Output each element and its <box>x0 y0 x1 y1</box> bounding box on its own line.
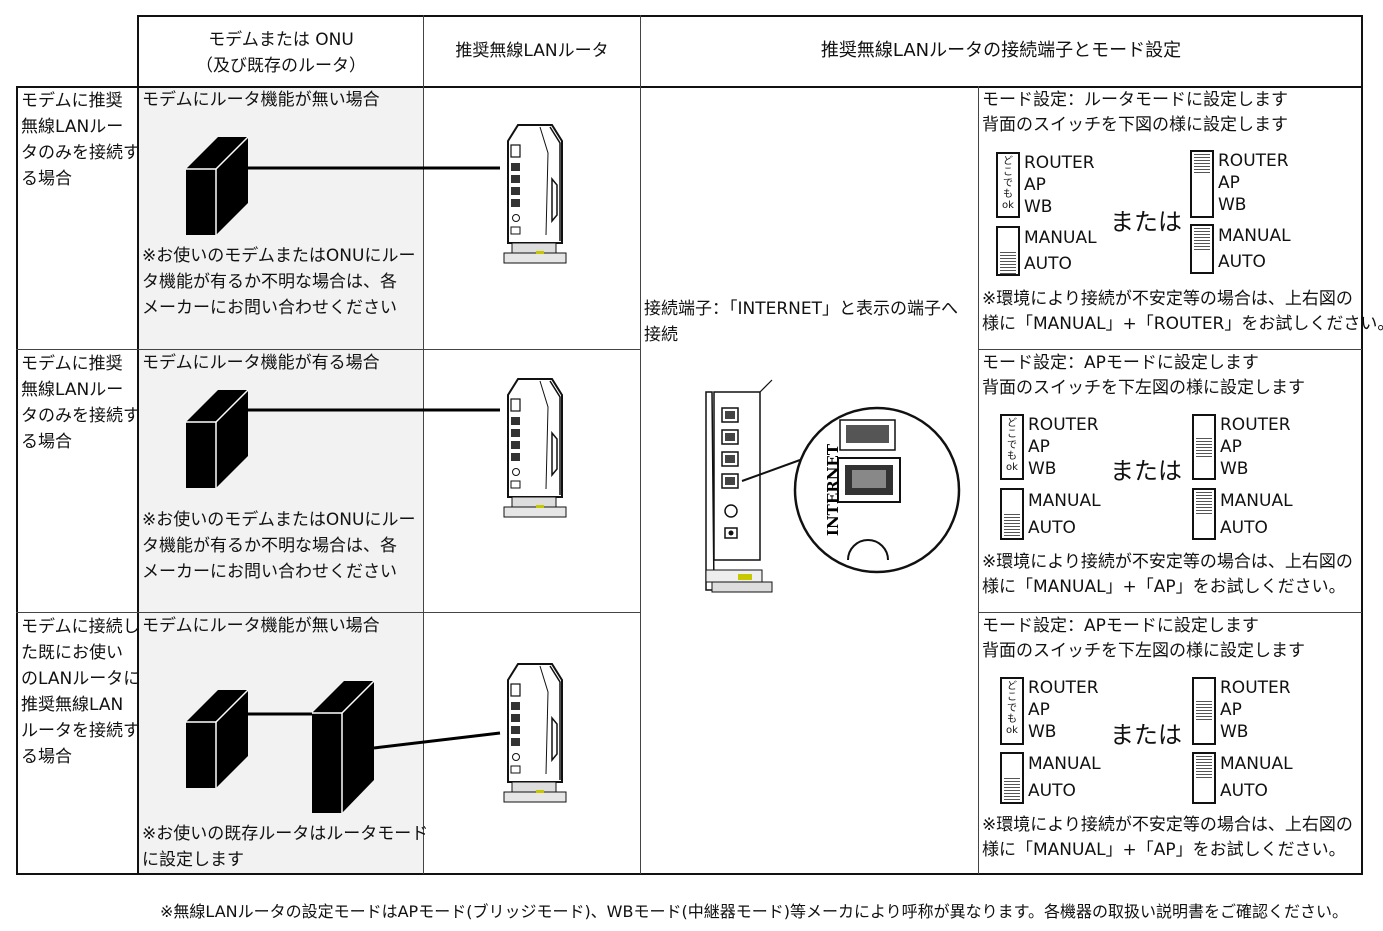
row1-mode: モード設定：ルータモードに設定します背面のスイッチを下図の様に設定します <box>982 90 1288 135</box>
internet-port-label: INTERNET <box>824 443 842 536</box>
auto-switch-left <box>1000 752 1024 804</box>
auto-switch-right <box>1192 752 1216 804</box>
router-icon <box>503 124 567 264</box>
mode-switch-right <box>1192 414 1216 480</box>
header-modem: モデムまたは ONU （及び既存のルータ） <box>139 27 423 79</box>
existing-router-icon <box>312 680 375 813</box>
bottom-note: ※無線LANルータの設定モードはAPモード(ブリッジモード)、WBモード(中継器… <box>160 902 1349 921</box>
mode-switch-right <box>1190 150 1214 218</box>
row3-modem-note: ※お使いの既存ルータはルータモードに設定します <box>142 824 429 870</box>
router-icon <box>503 663 567 803</box>
router-back-closeup <box>705 379 961 593</box>
row2-case: モデムに推奨無線LANルータのみを接続する場合 <box>21 354 140 452</box>
connection-text: 接続端子：「INTERNET」と表示の端子へ接続 <box>644 299 959 345</box>
row3-footnote: ※環境により接続が不安定等の場合は、上右図の様に「MANUAL」+「AP」をお試… <box>982 815 1353 860</box>
modem-icon <box>185 689 249 789</box>
header-setting: 推奨無線LANルータの接続端子とモード設定 <box>820 40 1182 61</box>
auto-switch-right <box>1190 224 1214 274</box>
row2-mode: モード設定：APモードに設定します背面のスイッチを下左図の様に設定します <box>982 353 1305 398</box>
row1-modem-note: ※お使いのモデムまたはONUにルータ機能が有るか不明な場合は、各メーカーにお問い… <box>142 246 416 318</box>
row1-footnote: ※環境により接続が不安定等の場合は、上右図の様に「MANUAL」+「ROUTER… <box>982 289 1383 334</box>
row2-modem-title: モデムにルータ機能が有る場合 <box>142 353 380 373</box>
row1-modem-title: モデムにルータ機能が無い場合 <box>142 90 380 110</box>
header-modem-line1: モデムまたは ONU <box>208 30 354 50</box>
auto-switch-left <box>996 226 1020 276</box>
row2-modem-note: ※お使いのモデムまたはONUにルータ機能が有るか不明な場合は、各メーカーにお問い… <box>142 510 416 582</box>
row3-mode: モード設定：APモードに設定します背面のスイッチを下左図の様に設定します <box>982 616 1305 661</box>
modem-icon <box>185 136 249 236</box>
modem-icon <box>185 389 249 489</box>
router-icon <box>503 378 567 518</box>
or-label: または <box>1110 721 1182 749</box>
row1-case: モデムに推奨無線LANルータのみを接続する場合 <box>21 91 140 189</box>
row3-modem-title: モデムにルータ機能が無い場合 <box>142 616 380 636</box>
auto-switch-right <box>1192 488 1216 540</box>
header-modem-line2: （及び既存のルータ） <box>196 56 366 76</box>
auto-switch-left <box>1000 488 1024 540</box>
or-label: または <box>1110 208 1182 236</box>
or-label: または <box>1110 457 1182 485</box>
row2-footnote: ※環境により接続が不安定等の場合は、上右図の様に「MANUAL」+「AP」をお試… <box>982 552 1353 597</box>
header-router: 推奨無線LANルータ <box>455 41 609 61</box>
mode-switch-right <box>1192 677 1216 745</box>
